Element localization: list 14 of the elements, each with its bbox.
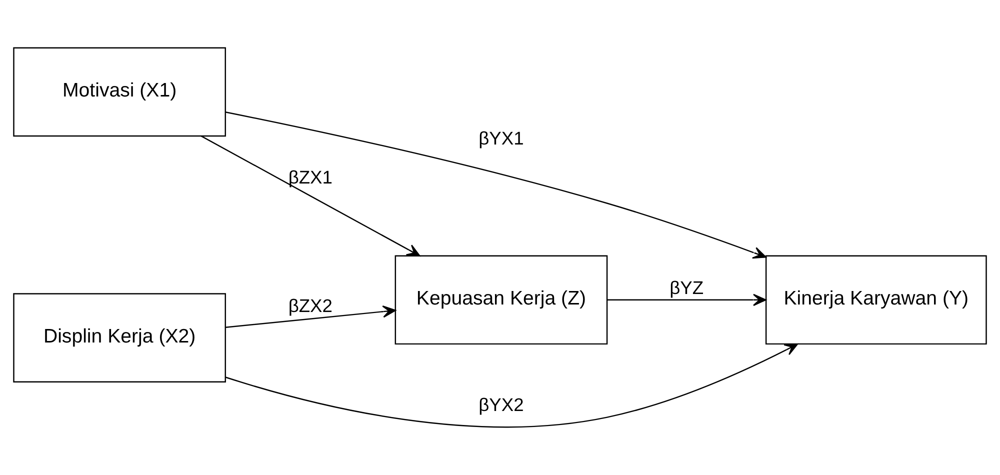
arrow xyxy=(225,305,396,328)
arrow xyxy=(225,112,766,259)
node-box: Motivasi (X1) xyxy=(13,47,226,137)
edge-label: βZX1 xyxy=(288,166,332,188)
edge-label: βZX2 xyxy=(288,295,332,316)
edge-label: βYX2 xyxy=(478,394,524,416)
node-box: Kepuasan Kerja (Z) xyxy=(394,255,608,345)
arrow xyxy=(225,343,798,428)
arrow xyxy=(607,294,766,306)
node-box: Displin Kerja (X2) xyxy=(13,293,226,382)
edge-label: βYZ xyxy=(670,276,704,298)
arrow xyxy=(200,136,420,256)
edge-label: βYX1 xyxy=(478,128,524,149)
node-box: Kinerja Karyawan (Y) xyxy=(765,255,987,345)
